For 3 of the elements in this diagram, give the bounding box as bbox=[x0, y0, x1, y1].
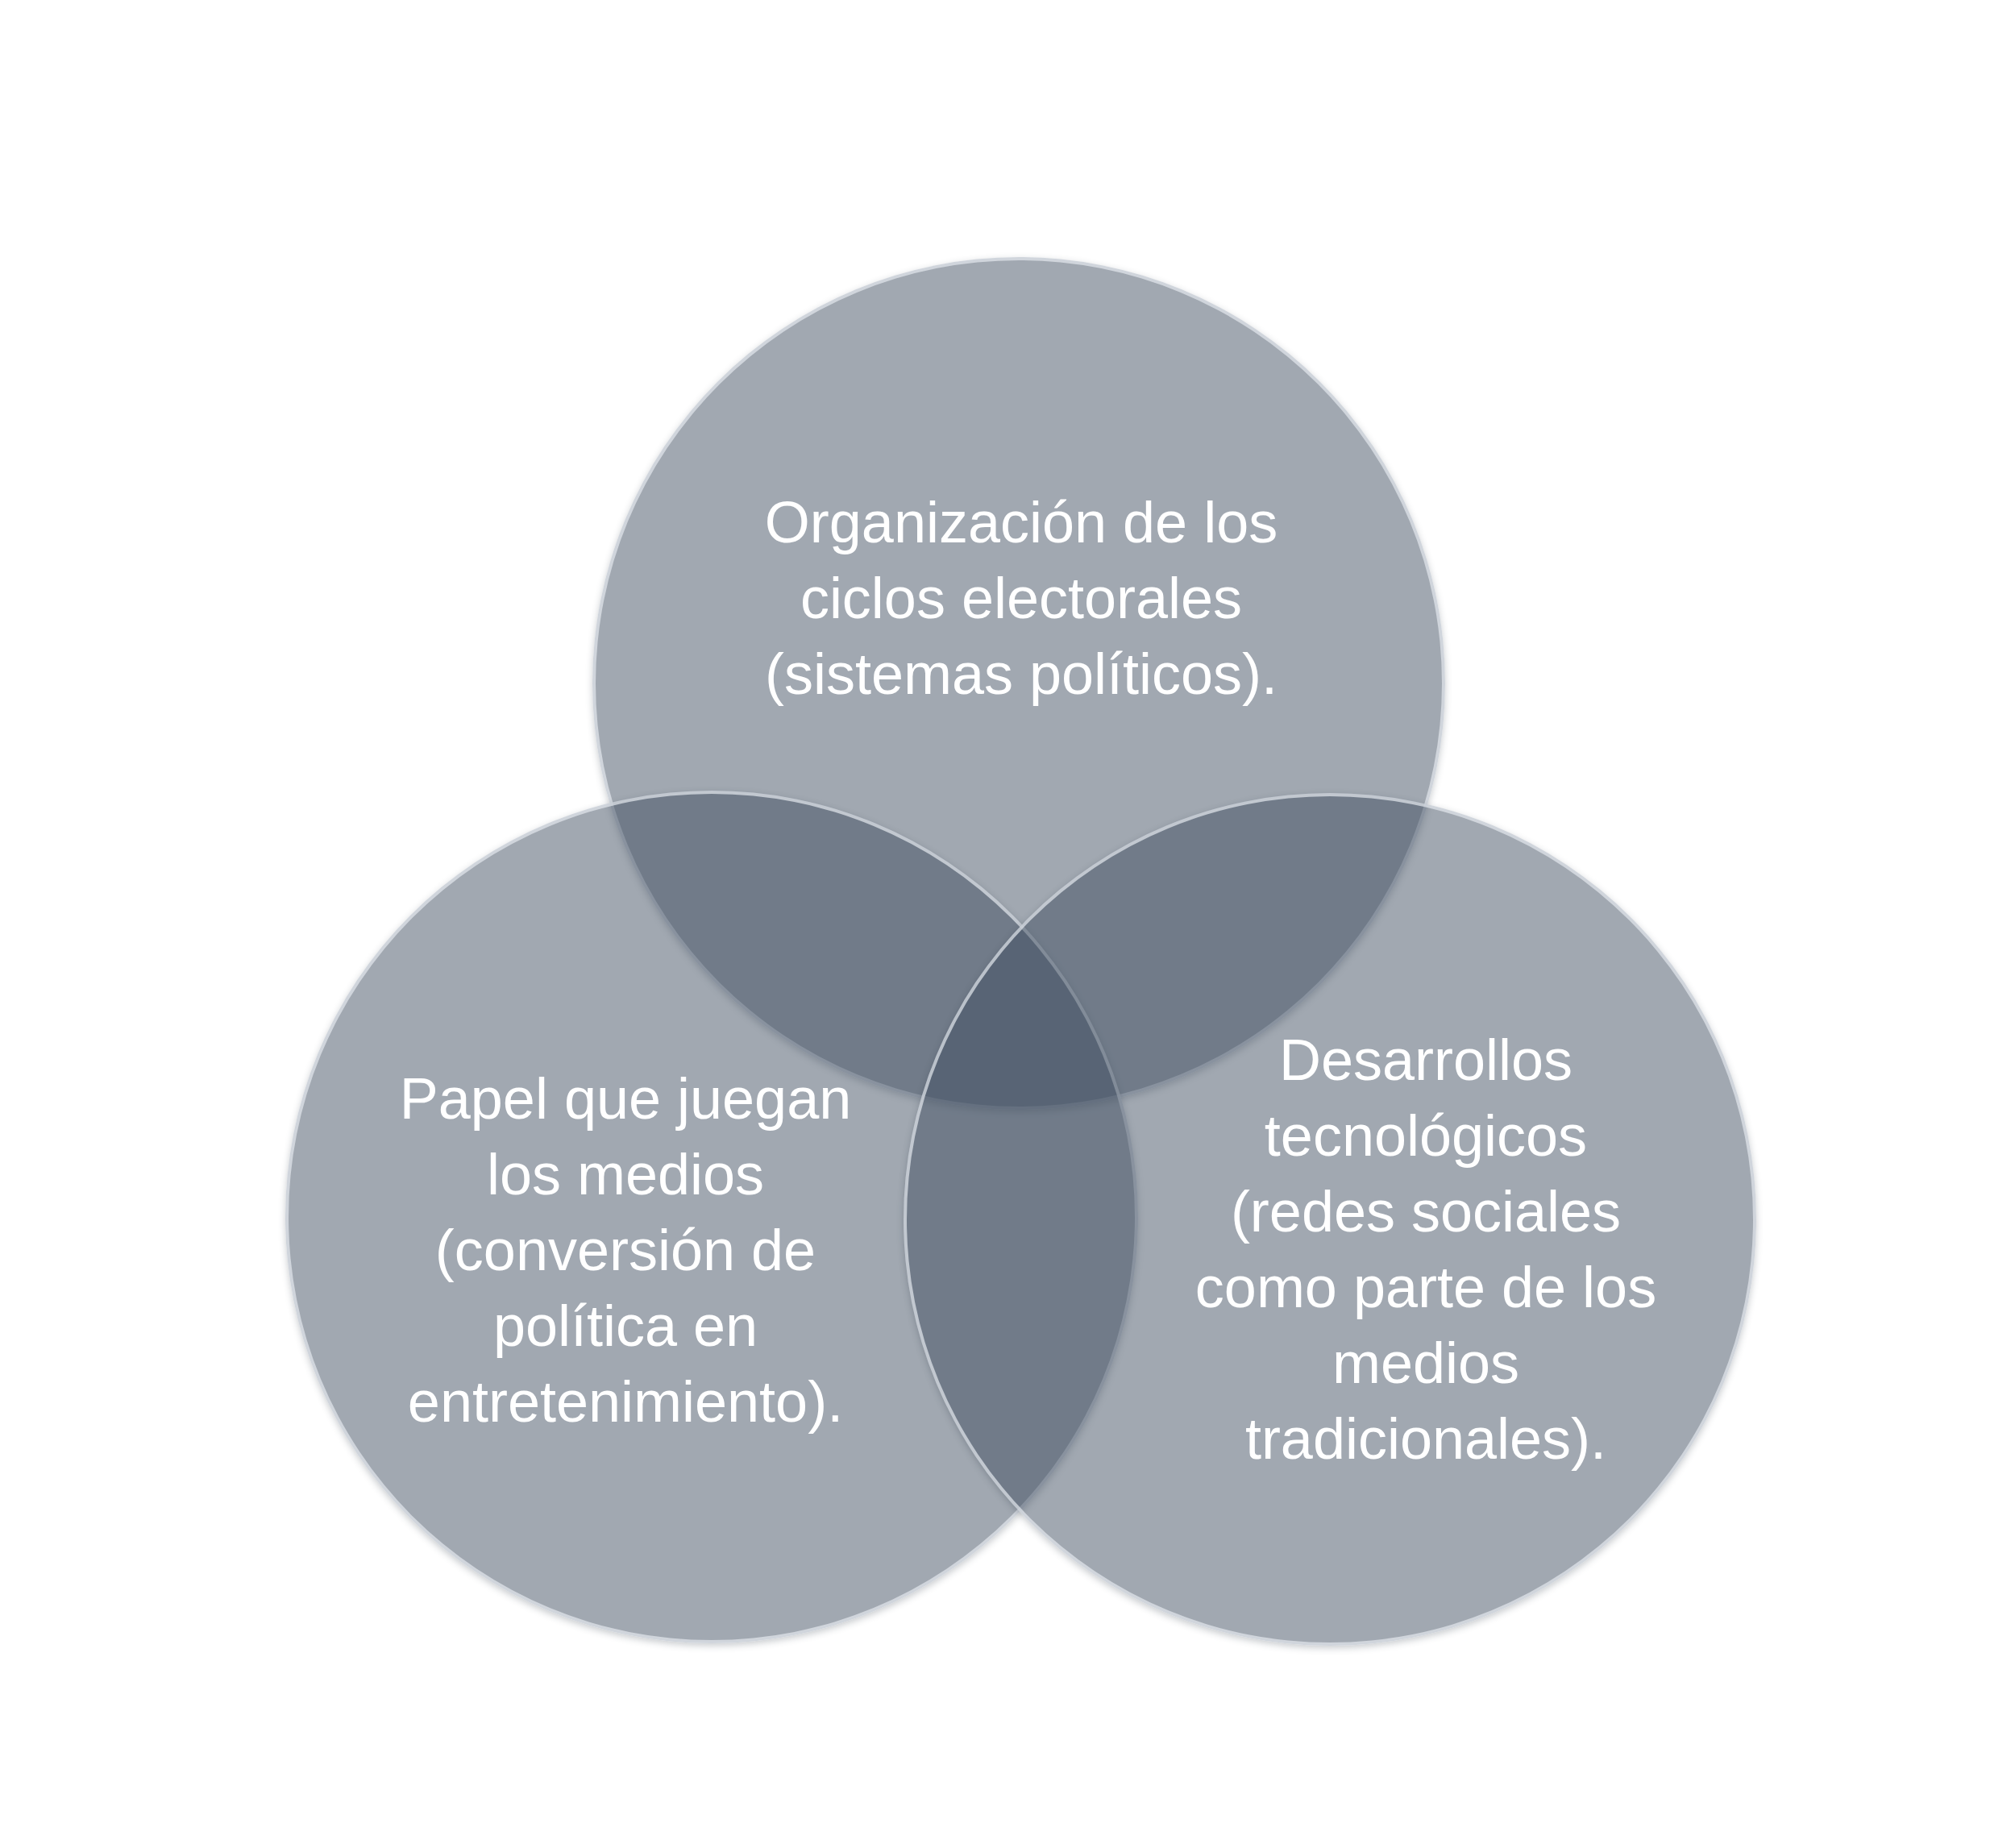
circle-label: Organización de los ciclos electorales (sistemas políticos). bbox=[763, 489, 1279, 708]
circle-label: Desarrollos tecnológicos (redes sociales como parte de los medios tradicionales). bbox=[1194, 1027, 1658, 1472]
circle-label: Papel que juegan los medios (conversión de política en entretenimiento). bbox=[398, 1065, 853, 1435]
